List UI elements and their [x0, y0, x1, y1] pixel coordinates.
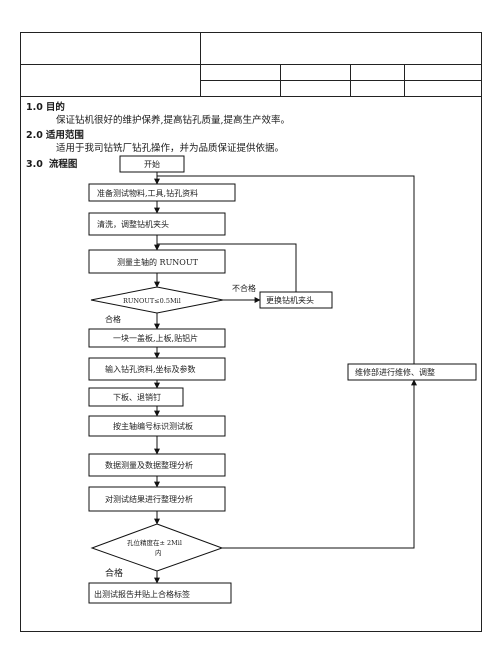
step-prepare-label: 准备测试物料,工具,钻孔资料 — [97, 188, 198, 198]
decision-accuracy-line2: 内 — [155, 548, 162, 557]
section-1-heading: 1.0 目的 — [26, 102, 65, 113]
start-box — [119, 155, 185, 173]
header-divider — [280, 64, 281, 96]
header-rule — [20, 64, 482, 65]
section-1-text: 保证钻机很好的维护保养,提高钻孔质量,提高生产效率。 — [56, 115, 291, 126]
step-measure-label: 测量主轴的 RUNOUT — [117, 257, 199, 267]
step-prepare-box — [88, 183, 236, 202]
decision-accuracy — [90, 523, 224, 572]
decision-runout-label: RUNOUT≤0.5Mil — [123, 297, 181, 305]
replace-chuck-box — [259, 291, 333, 309]
step-analysis-box — [88, 486, 226, 512]
step-data-box — [88, 453, 226, 477]
pass-label-2: 合格 — [105, 567, 123, 579]
section-2-text: 适用于我司钻铣厂钻孔操作，并为品质保证提供依据。 — [56, 143, 285, 154]
step-clean-label: 清洗，调整钻机夹头 — [97, 219, 169, 229]
step-board-box — [88, 328, 226, 348]
final-report-box — [88, 582, 232, 604]
step-measure-box — [88, 249, 226, 274]
step-analysis-label: 对测试结果进行整理分析 — [105, 494, 193, 504]
decision-runout — [90, 286, 224, 314]
step-data-label: 数据测量及数据整理分析 — [105, 460, 193, 470]
step-clean-box — [88, 212, 226, 236]
header-divider — [200, 32, 201, 96]
section-3-heading: 3.0 流程图 — [26, 159, 78, 170]
section-2-heading: 2.0 适用范围 — [26, 130, 84, 141]
fail-label: 不合格 — [232, 283, 256, 293]
replace-chuck-label: 更换钻机夹头 — [266, 295, 314, 305]
start-label: 开始 — [144, 159, 160, 169]
step-input-box — [88, 357, 226, 381]
document-frame — [20, 32, 482, 632]
maintenance-label: 维修部进行维修、调整 — [355, 367, 435, 377]
step-board-label: 一块一盖板,上板,贴铝片 — [113, 333, 198, 343]
step-input-label: 输入钻孔资料,坐标及参数 — [105, 364, 196, 374]
header-rule — [20, 96, 482, 97]
pass-label-1: 合格 — [105, 314, 121, 324]
step-unload-box — [88, 387, 184, 407]
maintenance-box — [347, 363, 477, 381]
decision-accuracy-line1: 孔位精度在± 2Mil — [127, 538, 182, 547]
header-rule — [200, 80, 482, 81]
step-label-label: 按主轴编号标识测试板 — [113, 421, 193, 431]
final-report-label: 出测试报告并贴上合格标签 — [94, 589, 190, 599]
header-divider — [404, 64, 405, 96]
step-unload-label: 下板、退销钉 — [113, 392, 161, 402]
step-label-box — [88, 415, 226, 437]
header-divider — [350, 64, 351, 96]
